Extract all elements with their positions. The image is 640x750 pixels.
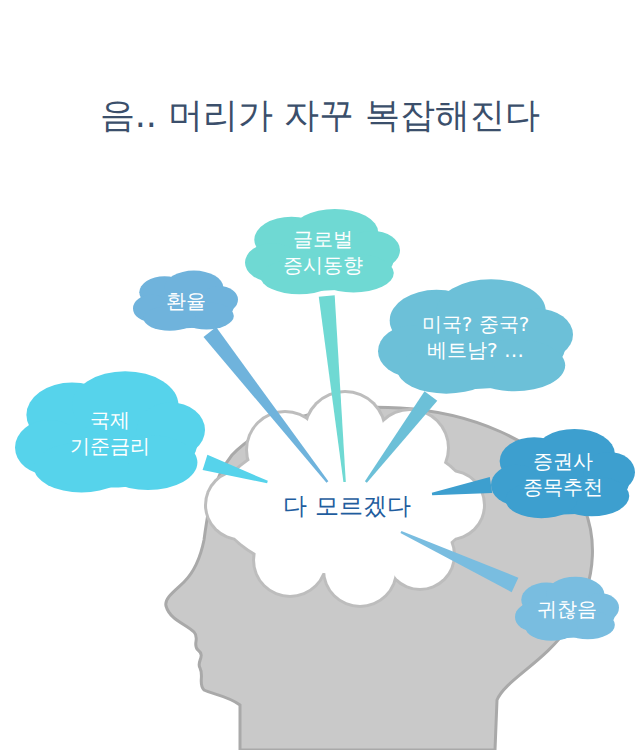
cloud-shape bbox=[491, 428, 635, 520]
cloud-text: 환율 bbox=[166, 288, 206, 314]
cloud-text: 국제 기준금리 bbox=[60, 407, 160, 459]
thought-cloud: 미국? 중국? 베트남? … bbox=[378, 278, 573, 396]
thought-wedge bbox=[432, 477, 492, 495]
wedge-shape bbox=[203, 455, 268, 483]
page-title: 음.. 머리가 자꾸 복잡해진다 bbox=[0, 92, 640, 139]
thought-wedge bbox=[203, 455, 268, 483]
cloud-shape bbox=[245, 208, 400, 296]
thought-wedge bbox=[204, 327, 329, 483]
cloud-text: 미국? 중국? 베트남? … bbox=[408, 311, 544, 363]
thought-cloud: 귀찮음 bbox=[515, 576, 619, 642]
brain-text: 다 모르겠다 bbox=[283, 491, 411, 522]
thought-wedge bbox=[319, 295, 346, 482]
wedge-shape bbox=[319, 295, 346, 482]
cloud-shape bbox=[15, 370, 205, 495]
head-silhouette bbox=[166, 407, 593, 750]
wedge-shape bbox=[432, 477, 492, 495]
brain-cloud bbox=[204, 390, 486, 608]
cloud-text: 증권사 종목추천 bbox=[513, 448, 613, 500]
cloud-text: 글로벌 증시동향 bbox=[273, 226, 373, 278]
cloud-text: 귀찮음 bbox=[537, 596, 597, 622]
thought-cloud: 글로벌 증시동향 bbox=[245, 208, 400, 296]
thought-cloud: 환율 bbox=[133, 270, 238, 332]
wedge-shape bbox=[204, 327, 329, 483]
thought-cloud: 국제 기준금리 bbox=[15, 370, 205, 495]
brain-label-box: 다 모르겠다 bbox=[262, 482, 432, 532]
thought-cloud: 증권사 종목추천 bbox=[491, 428, 635, 520]
wedge-shape bbox=[400, 531, 518, 592]
cloud-shape bbox=[378, 278, 573, 396]
thought-wedge bbox=[400, 531, 518, 592]
thought-wedge bbox=[365, 391, 437, 483]
wedge-shape bbox=[365, 391, 437, 483]
